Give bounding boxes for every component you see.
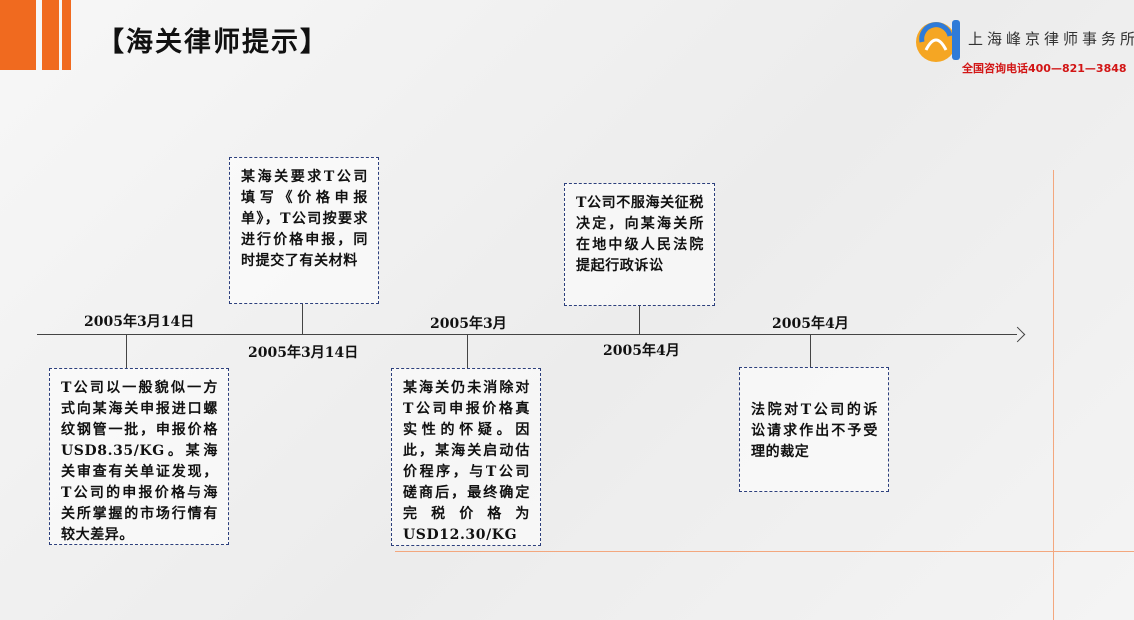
event-1-date: 2005年3月14日 [84,314,195,330]
event-4-date: 2005年4月 [603,343,680,359]
event-2-date: 2005年3月14日 [248,345,359,361]
event-3-box: 某海关仍未消除对T公司申报价格真实性的怀疑。因此，某海关启动估价程序，与T公司磋… [391,368,541,546]
event-2-tick [302,304,303,334]
firm-phone: 全国咨询电话400—821—3848 [962,62,1127,75]
event-4-box: T公司不服海关征税决定，向某海关所在地中级人民法院提起行政诉讼 [564,183,715,306]
orange-bar-narrow [62,0,71,70]
orange-bar-medium [42,0,59,70]
firm-logo-icon [916,20,960,62]
event-1-box: T公司以一般貌似一方式向某海关申报进口螺纹钢管一批，申报价格USD8.35/KG… [49,368,229,545]
decorative-horizontal-line [395,551,1134,552]
event-3-date: 2005年3月 [430,316,507,332]
orange-bar-wide [0,0,36,70]
event-1-tick [126,335,127,368]
event-5-tick [810,335,811,367]
event-4-tick [639,306,640,334]
timeline-axis [37,334,1017,335]
event-5-date: 2005年4月 [772,316,849,332]
page-title: 【海关律师提示】 [97,27,329,58]
firm-logo: 上海峰京律师事务所 全国咨询电话400—821—3848 [912,16,1134,76]
firm-name: 上海峰京律师事务所 [968,30,1134,48]
timeline-arrow-icon [1009,326,1026,343]
event-3-tick [467,335,468,368]
decorative-vertical-line [1053,170,1054,620]
event-5-box: 法院对T公司的诉讼请求作出不予受理的裁定 [739,367,889,492]
event-2-box: 某海关要求T公司填写《价格申报单》，T公司按要求进行价格申报，同时提交了有关材料 [229,157,379,304]
